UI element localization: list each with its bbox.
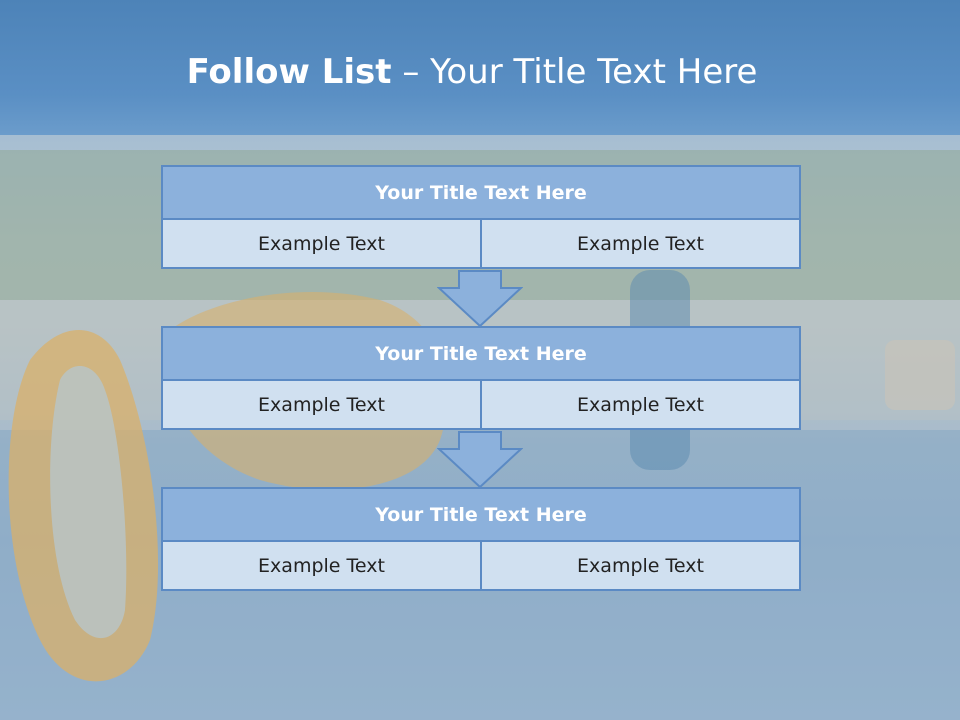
list-block-1: Your Title Text Here Example Text Exampl… (161, 165, 801, 269)
list-block-2: Your Title Text Here Example Text Exampl… (161, 326, 801, 430)
block-title: Your Title Text Here (161, 165, 801, 220)
block-cell-right: Example Text (482, 542, 801, 591)
block-row: Example Text Example Text (161, 381, 801, 430)
block-cell-left: Example Text (161, 220, 482, 269)
slide-title: Follow List – Your Title Text Here (0, 52, 944, 92)
list-block-3: Your Title Text Here Example Text Exampl… (161, 487, 801, 591)
header-band (0, 0, 960, 135)
down-arrow-icon (437, 270, 523, 328)
block-title: Your Title Text Here (161, 487, 801, 542)
block-cell-left: Example Text (161, 381, 482, 430)
block-cell-left: Example Text (161, 542, 482, 591)
block-cell-right: Example Text (482, 381, 801, 430)
down-arrow-icon (437, 431, 523, 489)
block-row: Example Text Example Text (161, 220, 801, 269)
title-bold: Follow List (186, 52, 392, 92)
title-rest: – Your Title Text Here (391, 52, 758, 92)
block-cell-right: Example Text (482, 220, 801, 269)
block-row: Example Text Example Text (161, 542, 801, 591)
block-title: Your Title Text Here (161, 326, 801, 381)
